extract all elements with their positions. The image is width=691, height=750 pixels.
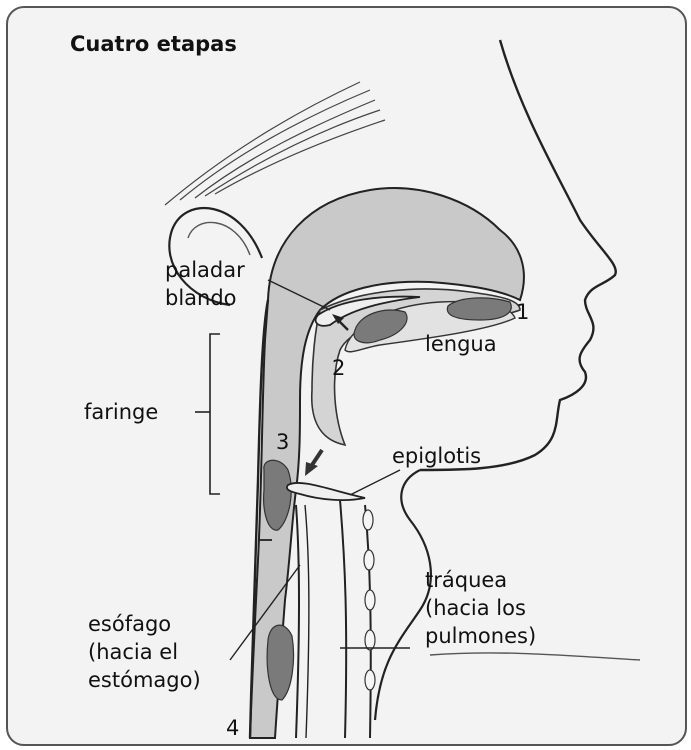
label-paladar-blando: paladar blando (165, 256, 245, 312)
label-traquea-line2: (hacia los (425, 594, 536, 622)
hair-strokes (165, 82, 385, 205)
label-paladar-line2: blando (165, 284, 245, 312)
stage-number-3: 3 (276, 428, 289, 456)
label-esofago-line1: esófago (88, 610, 201, 638)
label-traquea-line1: tráquea (425, 566, 536, 594)
label-traquea: tráquea (hacia los pulmones) (425, 566, 536, 650)
label-faringe: faringe (84, 398, 158, 426)
label-lengua: lengua (425, 330, 497, 358)
label-esofago-line3: estómago) (88, 666, 201, 694)
label-paladar-line1: paladar (165, 256, 245, 284)
trachea-rings (363, 510, 375, 690)
food-bolus-1 (447, 298, 511, 320)
stage-number-2: 2 (332, 354, 345, 382)
faringe-bracket (210, 334, 220, 494)
food-bolus-4 (267, 625, 293, 700)
label-esofago: esófago (hacia el estómago) (88, 610, 201, 694)
label-epiglotis: epiglotis (392, 442, 481, 470)
neck-outline (375, 470, 431, 720)
label-traquea-line3: pulmones) (425, 622, 536, 650)
figure-title: Cuatro etapas (70, 32, 237, 56)
stage-number-4: 4 (226, 714, 239, 742)
epiglottis (287, 483, 365, 500)
label-esofago-line2: (hacia el (88, 638, 201, 666)
trachea (340, 500, 346, 738)
stage-number-1: 1 (516, 298, 529, 326)
esophagus (296, 505, 299, 738)
